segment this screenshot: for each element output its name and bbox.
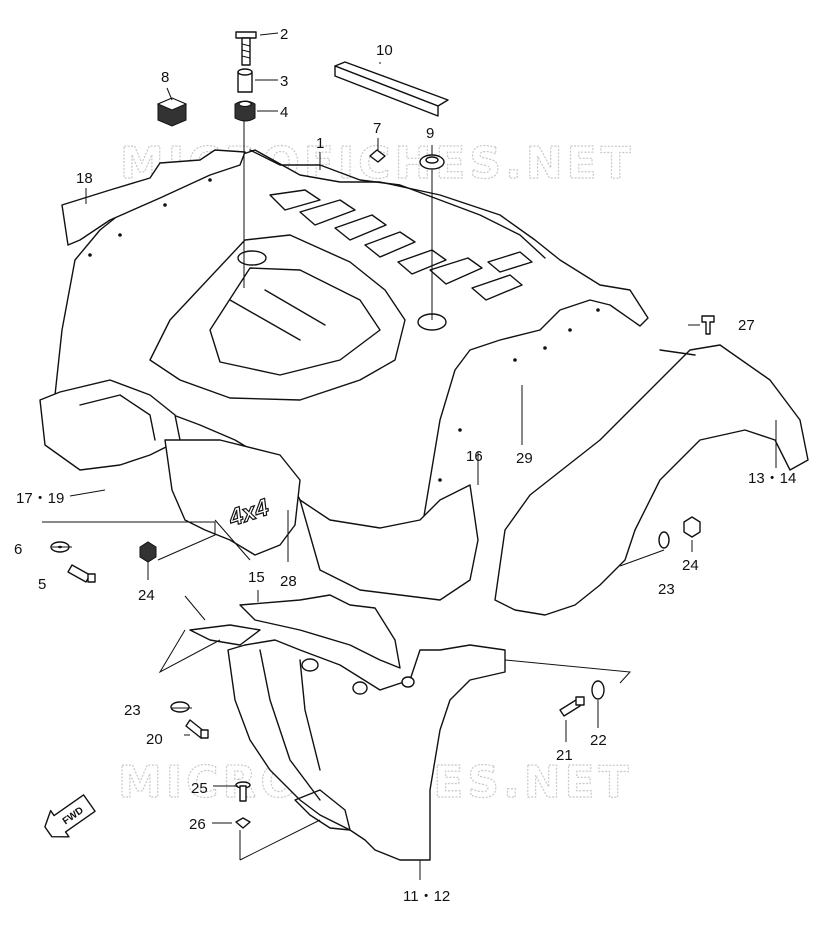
- callout-7: 7: [373, 120, 381, 137]
- callout-5: 5: [38, 576, 46, 593]
- inner-mud-guard: [299, 484, 479, 601]
- callout-11-12: 11・12: [403, 888, 450, 905]
- screw-25: [235, 781, 251, 802]
- callout-4: 4: [280, 104, 288, 121]
- nut-24-right: [683, 516, 701, 538]
- callout-25: 25: [191, 780, 208, 797]
- rear-fender-main-body: 4x4: [39, 149, 649, 593]
- callout-10: 10: [376, 42, 393, 59]
- collar-3: [237, 68, 253, 93]
- washer-22: [591, 680, 605, 700]
- callout-26: 26: [189, 816, 206, 833]
- callout-13-14: 13・14: [748, 470, 796, 487]
- callout-29: 29: [516, 450, 533, 467]
- callout-23-left: 23: [124, 702, 141, 719]
- fwd-arrow-icon: FWD: [44, 794, 96, 838]
- fender-flare-13-14: [494, 344, 809, 616]
- callout-18: 18: [76, 170, 93, 187]
- callout-27: 27: [738, 317, 755, 334]
- callout-23-right: 23: [658, 581, 675, 598]
- grommet-4: [234, 100, 256, 122]
- cap-9: [419, 154, 445, 170]
- cushion-8: [156, 97, 188, 127]
- bolt-2: [235, 31, 257, 66]
- callout-15: 15: [248, 569, 265, 586]
- callout-8: 8: [161, 69, 169, 86]
- leader-lines: [42, 32, 777, 880]
- nut-24-left: [139, 541, 157, 563]
- callout-labels: 1 2 3 4 5 6 7 8 9 10 11・12 13・14 15 16 1…: [14, 26, 796, 905]
- bolt-21: [559, 696, 585, 717]
- callout-17-19: 17・19: [16, 490, 64, 507]
- washer-23-right: [658, 531, 670, 549]
- callout-22: 22: [590, 732, 607, 749]
- washer-23-left: [170, 701, 190, 713]
- callout-9: 9: [426, 125, 434, 142]
- callout-2: 2: [280, 26, 288, 43]
- callout-20: 20: [146, 731, 163, 748]
- callout-6: 6: [14, 541, 22, 558]
- bolt-20: [185, 719, 209, 739]
- callout-24-right: 24: [682, 557, 699, 574]
- bolt-5: [67, 564, 96, 583]
- clip-27: [701, 315, 715, 335]
- clip-7: [369, 149, 386, 163]
- nut-26: [235, 817, 251, 829]
- splash-panel-15: [239, 594, 401, 669]
- callout-28: 28: [280, 573, 297, 590]
- callout-1: 1: [316, 135, 324, 152]
- lower-mud-guard-11-12: [227, 639, 506, 861]
- cushion-bar-10: [334, 61, 449, 117]
- side-trim-strip: [61, 149, 246, 246]
- callout-16: 16: [466, 448, 483, 465]
- callout-21: 21: [556, 747, 573, 764]
- callout-24-left: 24: [138, 587, 155, 604]
- callout-3: 3: [280, 73, 288, 90]
